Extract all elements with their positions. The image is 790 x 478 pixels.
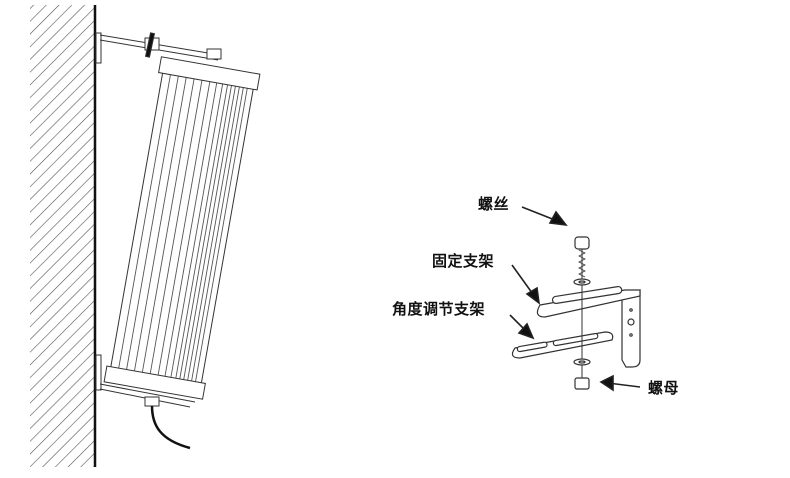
label-angle-adjust-bracket: 角度调节支架 (392, 300, 486, 318)
bottom-mount-arm (95, 354, 196, 450)
label-fixed-bracket: 固定支架 (432, 252, 495, 270)
top-mount-arm (95, 32, 222, 64)
label-nut: 螺母 (648, 379, 680, 397)
bracket-assembly (511, 236, 641, 390)
wall (30, 5, 97, 467)
label-screw: 螺丝 (478, 195, 510, 213)
wall-washer-lamp (103, 56, 261, 400)
arrows (509, 206, 641, 392)
